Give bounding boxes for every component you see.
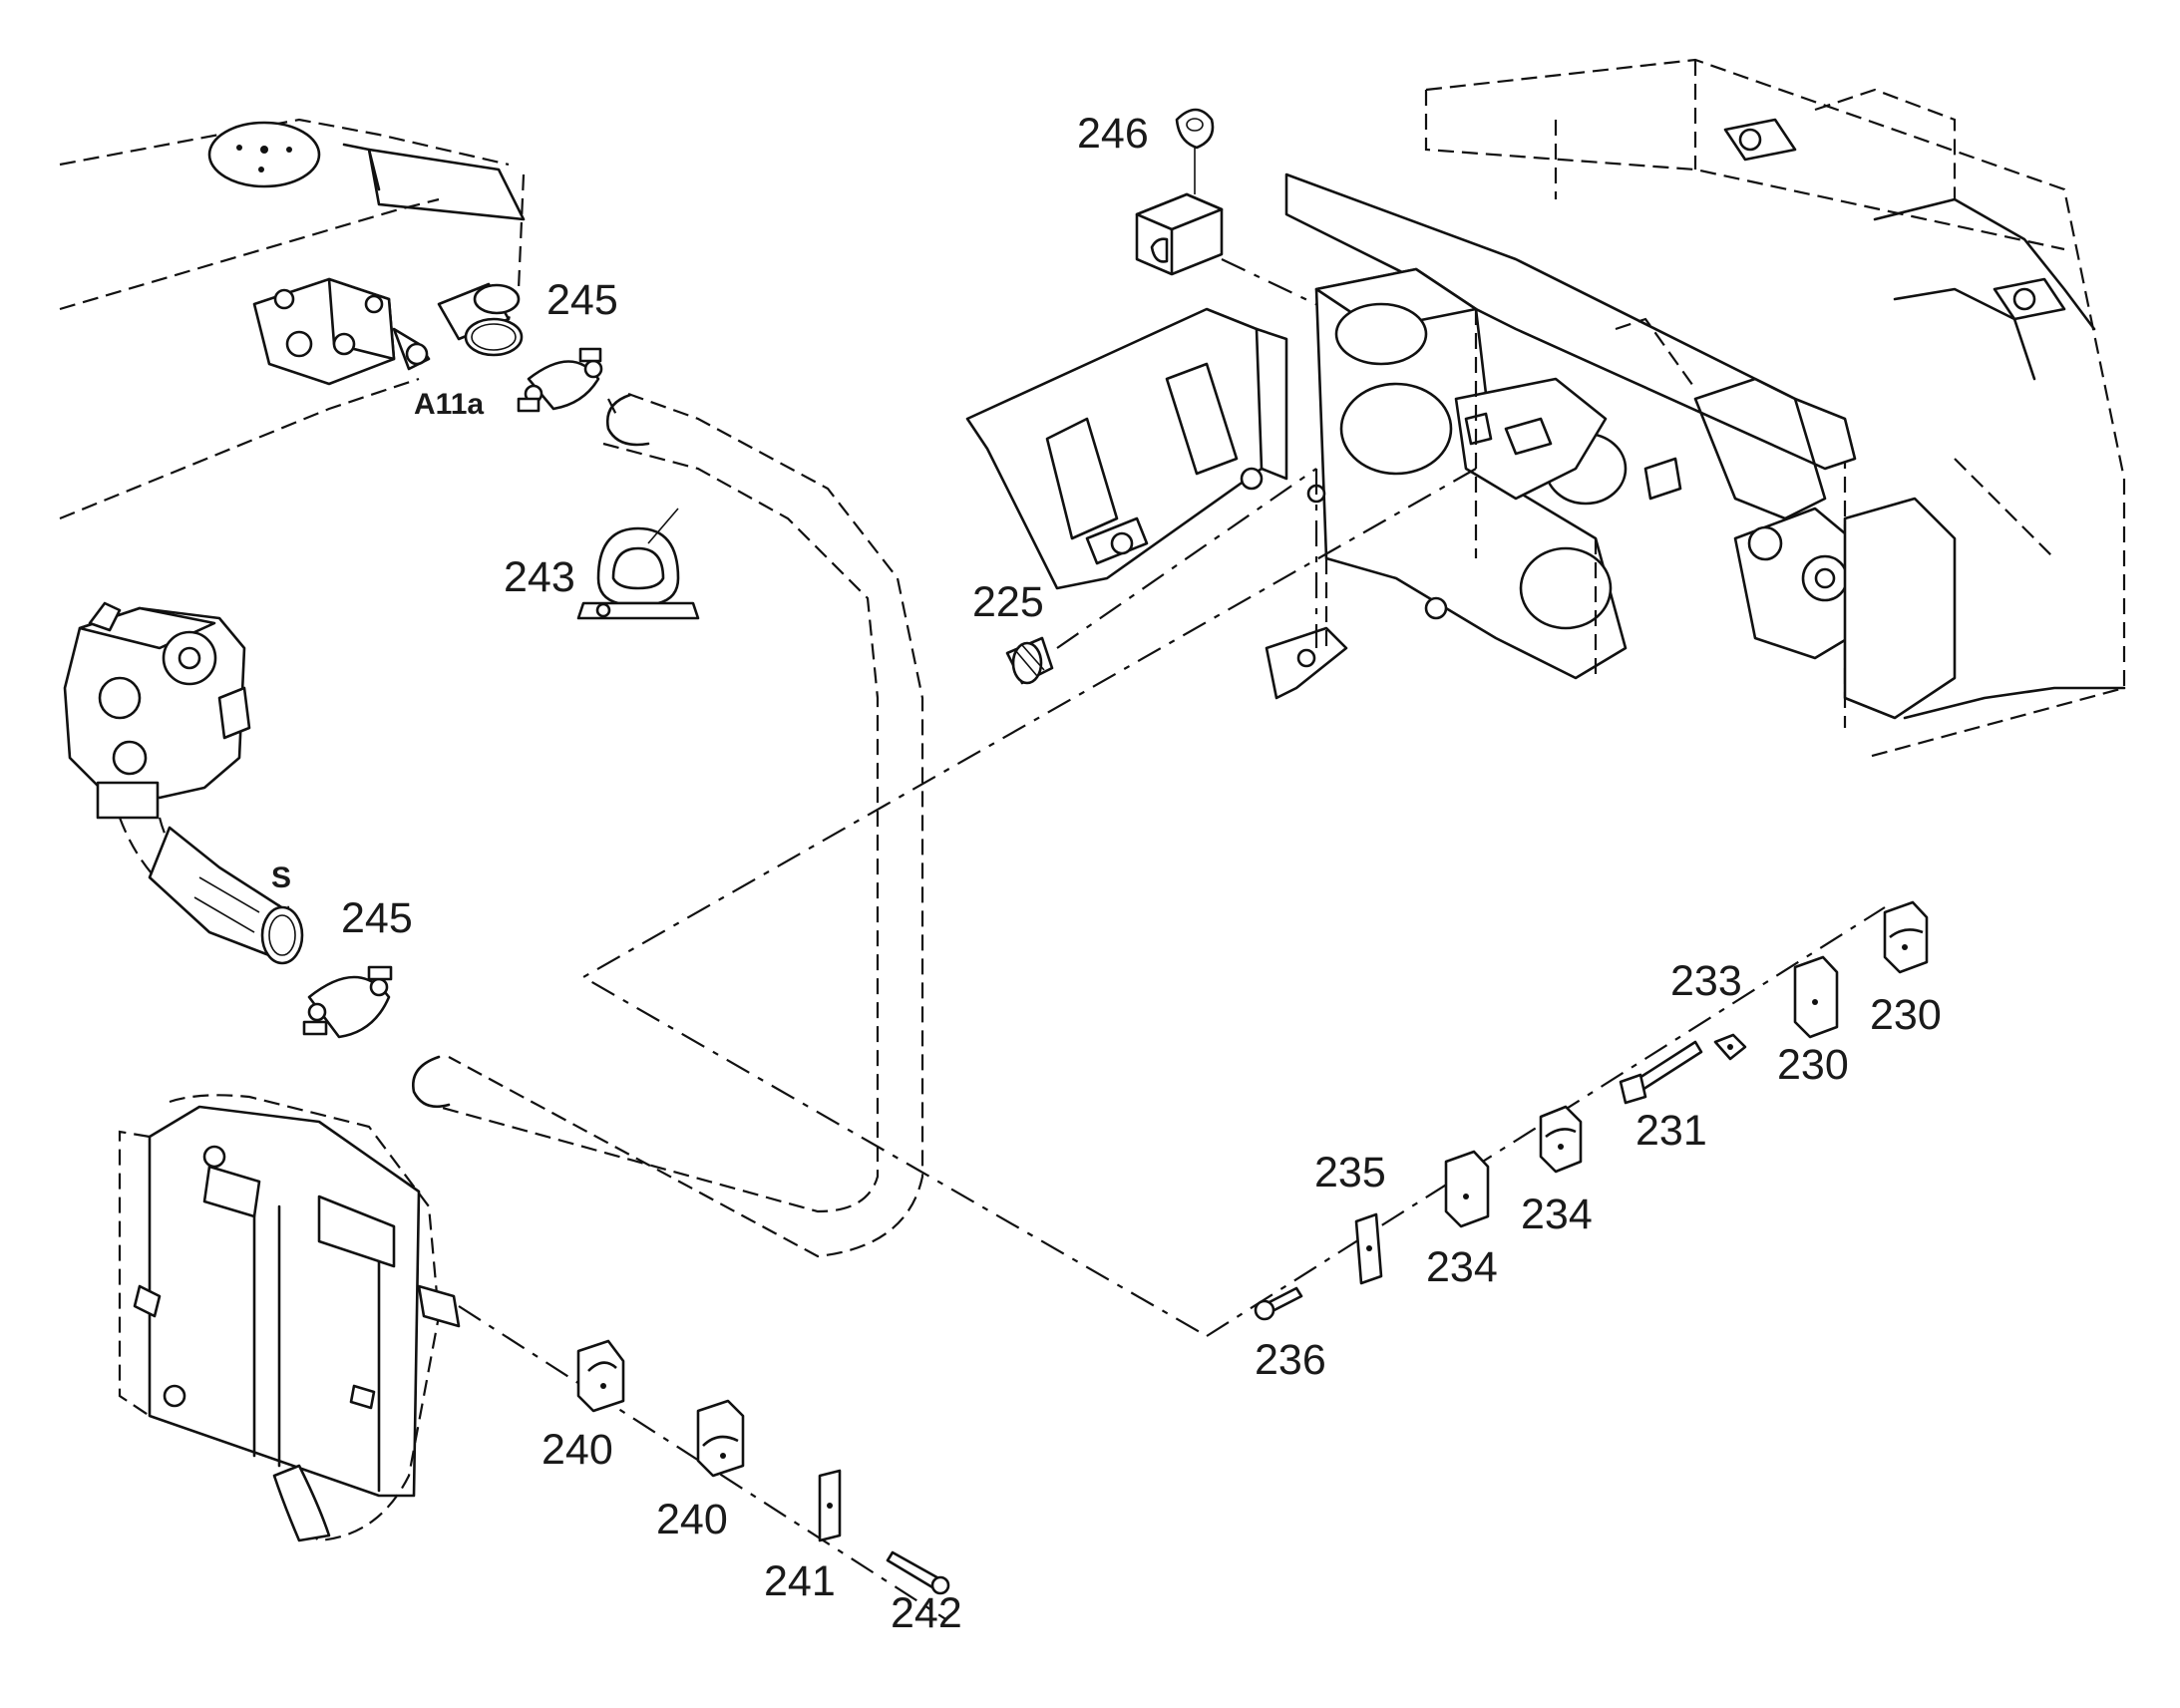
hose-clamp-upper [437, 282, 524, 357]
callout-240-upper: 240 [542, 1426, 613, 1474]
callout-245-upper: 245 [546, 276, 618, 324]
chassis-frame [1265, 58, 2126, 760]
callout-230-right: 230 [1870, 991, 1942, 1039]
clamp-stack-240-242 [458, 1305, 950, 1621]
fitting-225 [1005, 468, 1317, 685]
callout-236: 236 [1255, 1336, 1326, 1384]
callout-242: 242 [891, 1589, 962, 1637]
callout-a11a: A11a [414, 388, 484, 421]
callout-246: 246 [1077, 110, 1149, 158]
callout-234-right: 234 [1521, 1191, 1593, 1238]
pipe-clamp-243 [576, 508, 700, 620]
pipe-hose [412, 392, 924, 1258]
clamp-stack-230-236 [1206, 900, 1929, 1337]
callout-s: S [271, 861, 291, 894]
hydraulic-pump [63, 601, 290, 944]
center-bracket-frame [965, 307, 1288, 590]
callout-241: 241 [764, 1557, 836, 1605]
callout-234-left: 234 [1426, 1243, 1498, 1291]
callout-240-lower: 240 [656, 1496, 728, 1543]
callout-233: 233 [1670, 957, 1742, 1005]
callout-231: 231 [1635, 1107, 1707, 1155]
oil-cooler [118, 1094, 461, 1542]
callout-labels: 246 245 A11a 243 225 S 245 233 230 230 2… [271, 110, 1942, 1637]
assembly-lines [580, 468, 1477, 1337]
valve-block-a11a [252, 277, 431, 386]
callout-235: 235 [1314, 1149, 1386, 1196]
callout-243: 243 [504, 553, 575, 601]
callout-225: 225 [972, 578, 1044, 626]
clamp-block-246 [1135, 108, 1327, 310]
pipe-clamp-245-upper [517, 347, 603, 413]
suction-hose-s [148, 826, 304, 965]
callout-245-lower: 245 [341, 894, 413, 942]
pipe-clamp-245-lower [302, 965, 393, 1039]
fuel-tank-assembly [59, 118, 526, 520]
callout-230-left: 230 [1777, 1041, 1849, 1089]
